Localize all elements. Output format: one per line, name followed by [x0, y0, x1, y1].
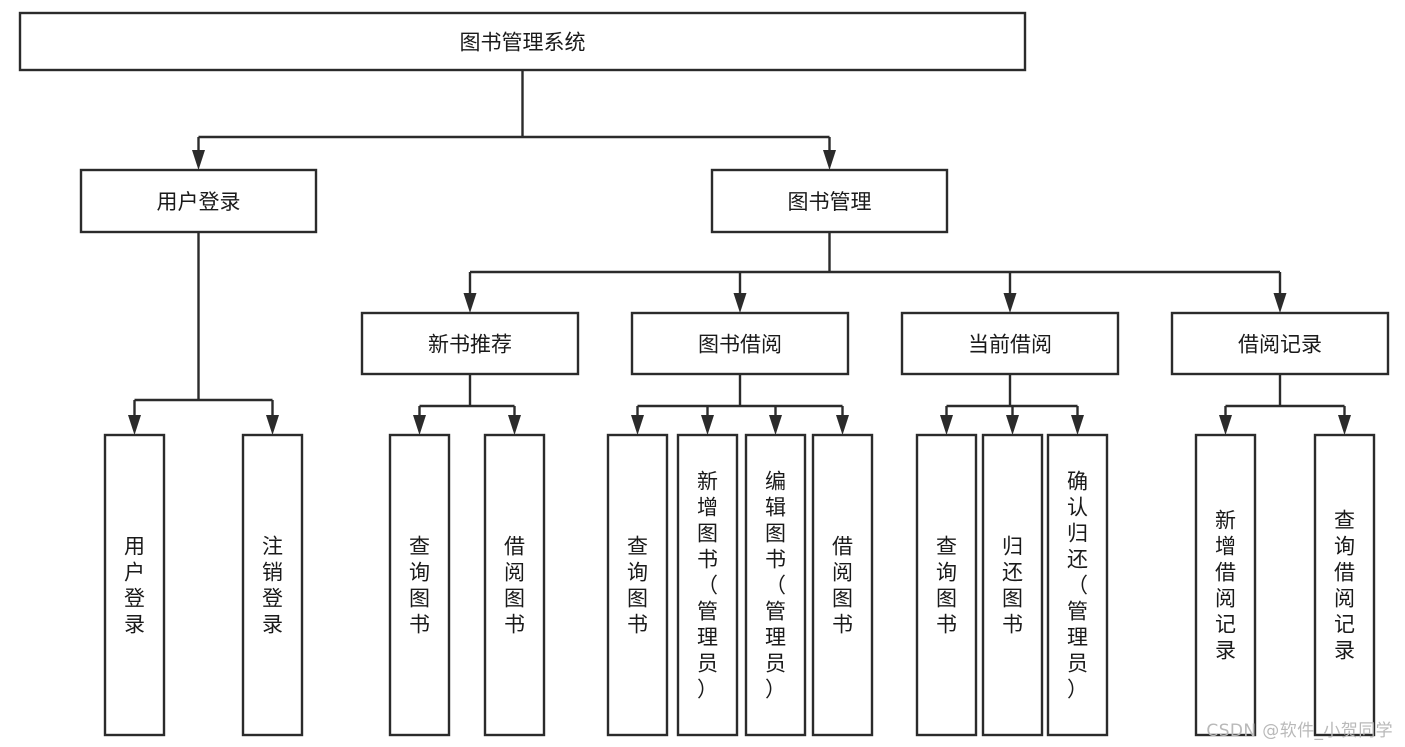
- node-label-cb-confirm-return: 确认归还（管理员）: [1067, 469, 1088, 701]
- node-borrow-record[interactable]: 借阅记录: [1170, 311, 1390, 376]
- node-box-new-book-recommend[interactable]: [360, 311, 580, 376]
- node-bb-query-book[interactable]: 查询图书: [606, 433, 669, 737]
- node-label-nbr-query-book: 查询图书: [409, 534, 430, 636]
- node-label-current-borrow: 当前借阅: [968, 333, 1052, 357]
- node-box-book-borrow[interactable]: [630, 311, 850, 376]
- node-br-add-record[interactable]: 新增借阅记录: [1194, 433, 1257, 737]
- node-label-bb-add-book: 新增图书（管理员）: [697, 469, 718, 701]
- node-label-cb-return-book: 归还图书: [1002, 534, 1023, 636]
- node-root[interactable]: 图书管理系统: [18, 11, 1027, 72]
- node-label-user-login: 用户登录: [157, 190, 241, 214]
- edge-arrowhead: [836, 415, 849, 435]
- node-cb-query-book[interactable]: 查询图书: [915, 433, 978, 737]
- node-user-login[interactable]: 用户登录: [79, 168, 318, 234]
- node-box-cb-query-book[interactable]: [915, 433, 978, 737]
- edge-arrowhead: [769, 415, 782, 435]
- edge-arrowhead: [508, 415, 521, 435]
- edge-arrowhead: [128, 415, 141, 435]
- node-label-cb-query-book: 查询图书: [936, 534, 957, 636]
- node-label-book-borrow: 图书借阅: [698, 333, 782, 357]
- node-br-query-record[interactable]: 查询借阅记录: [1313, 433, 1376, 737]
- node-box-br-query-record[interactable]: [1313, 433, 1376, 737]
- node-label-leaf-user-login: 用户登录: [124, 534, 145, 636]
- node-box-bb-add-book[interactable]: [676, 433, 739, 737]
- node-nbr-borrow-book[interactable]: 借阅图书: [483, 433, 546, 737]
- edge-group-user-login: [128, 232, 279, 435]
- node-box-nbr-borrow-book[interactable]: [483, 433, 546, 737]
- node-label-root: 图书管理系统: [460, 31, 586, 55]
- node-box-br-add-record[interactable]: [1194, 433, 1257, 737]
- edge-arrowhead: [1273, 293, 1287, 313]
- nodes-layer: 图书管理系统用户登录图书管理新书推荐图书借阅当前借阅借阅记录用户登录注销登录查询…: [18, 11, 1390, 737]
- edge-group-root: [192, 70, 836, 170]
- edge-arrowhead: [413, 415, 426, 435]
- edge-group-book-borrow: [631, 374, 849, 435]
- node-leaf-user-login[interactable]: 用户登录: [103, 433, 166, 737]
- node-bb-edit-book[interactable]: 编辑图书（管理员）: [744, 433, 807, 737]
- edge-arrowhead: [1003, 293, 1017, 313]
- node-leaf-user-logout[interactable]: 注销登录: [241, 433, 304, 737]
- edge-arrowhead: [192, 150, 205, 170]
- edge-arrowhead: [463, 293, 477, 313]
- edge-arrowhead: [266, 415, 279, 435]
- node-box-borrow-record[interactable]: [1170, 311, 1390, 376]
- edge-arrowhead: [1219, 415, 1232, 435]
- edge-arrowhead: [940, 415, 953, 435]
- edge-group-current-borrow: [940, 374, 1084, 435]
- edge-arrowhead: [823, 150, 836, 170]
- edges-layer: [128, 70, 1351, 435]
- node-nbr-query-book[interactable]: 查询图书: [388, 433, 451, 737]
- node-label-bb-query-book: 查询图书: [627, 534, 648, 636]
- node-current-borrow[interactable]: 当前借阅: [900, 311, 1120, 376]
- node-book-borrow[interactable]: 图书借阅: [630, 311, 850, 376]
- edge-arrowhead: [701, 415, 714, 435]
- node-box-leaf-user-logout[interactable]: [241, 433, 304, 737]
- node-box-cb-return-book[interactable]: [981, 433, 1044, 737]
- node-box-user-login[interactable]: [79, 168, 318, 234]
- node-box-leaf-user-login[interactable]: [103, 433, 166, 737]
- edge-group-book-management: [463, 232, 1287, 313]
- node-label-borrow-record: 借阅记录: [1238, 333, 1322, 357]
- node-box-cb-confirm-return[interactable]: [1046, 433, 1109, 737]
- node-book-management[interactable]: 图书管理: [710, 168, 949, 234]
- node-label-new-book-recommend: 新书推荐: [428, 333, 512, 357]
- edge-group-borrow-record: [1219, 374, 1351, 435]
- node-new-book-recommend[interactable]: 新书推荐: [360, 311, 580, 376]
- node-label-book-management: 图书管理: [788, 190, 872, 214]
- edge-group-new-book-recommend: [413, 374, 521, 435]
- node-label-bb-edit-book: 编辑图书（管理员）: [765, 469, 786, 701]
- node-box-book-management[interactable]: [710, 168, 949, 234]
- node-label-leaf-user-logout: 注销登录: [262, 534, 283, 636]
- node-label-bb-borrow-book: 借阅图书: [832, 534, 853, 636]
- node-box-nbr-query-book[interactable]: [388, 433, 451, 737]
- edge-arrowhead: [631, 415, 644, 435]
- node-box-bb-borrow-book[interactable]: [811, 433, 874, 737]
- node-box-root[interactable]: [18, 11, 1027, 72]
- node-label-br-query-record: 查询借阅记录: [1334, 508, 1355, 662]
- edge-arrowhead: [1006, 415, 1019, 435]
- node-cb-return-book[interactable]: 归还图书: [981, 433, 1044, 737]
- edge-arrowhead: [733, 293, 747, 313]
- node-box-current-borrow[interactable]: [900, 311, 1120, 376]
- node-box-bb-query-book[interactable]: [606, 433, 669, 737]
- watermark-text: CSDN @软件_小贺同学: [1206, 721, 1393, 741]
- node-bb-borrow-book[interactable]: 借阅图书: [811, 433, 874, 737]
- edge-arrowhead: [1338, 415, 1351, 435]
- node-label-br-add-record: 新增借阅记录: [1215, 508, 1236, 662]
- edge-arrowhead: [1071, 415, 1084, 435]
- node-label-nbr-borrow-book: 借阅图书: [504, 534, 525, 636]
- node-cb-confirm-return[interactable]: 确认归还（管理员）: [1046, 433, 1109, 737]
- node-box-bb-edit-book[interactable]: [744, 433, 807, 737]
- node-bb-add-book[interactable]: 新增图书（管理员）: [676, 433, 739, 737]
